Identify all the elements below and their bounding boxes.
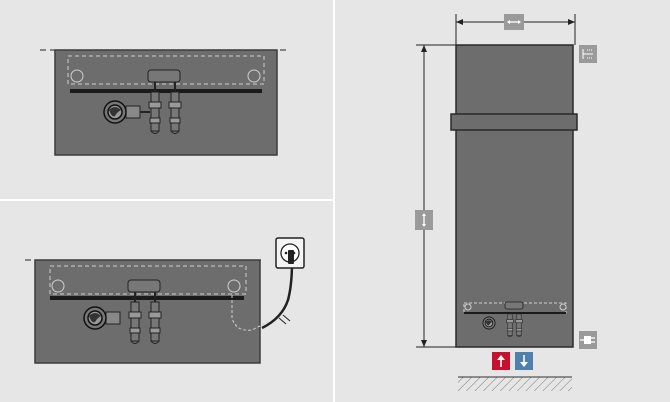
double-arrow-vertical-icon [415, 210, 433, 230]
height-arrow-bottom [421, 340, 427, 347]
width-arrow-left [456, 19, 463, 25]
valve-return-front [515, 313, 523, 338]
plug-icon [579, 331, 597, 349]
manifold-right-cap-2 [227, 279, 241, 293]
width-arrow-right [568, 19, 575, 25]
power-cable [261, 261, 294, 330]
heater-cable-internal [231, 295, 269, 331]
cable-break-mark-1 [278, 317, 287, 325]
pump-coupling-2 [105, 311, 121, 325]
floor-hatch [458, 377, 572, 391]
wall-socket-icon [275, 237, 305, 269]
valve-flow-front [506, 313, 514, 338]
internal-manifold-outline-2 [49, 265, 247, 295]
bottom-cap-left [464, 303, 472, 311]
radiator-front [455, 44, 574, 348]
bottom-cap-right [559, 303, 567, 311]
valve-header [147, 69, 181, 83]
arrow-down-icon [515, 352, 533, 370]
double-arrow-horizontal-icon [504, 14, 524, 30]
radiator-section-2 [34, 259, 261, 364]
towel-bar [450, 113, 578, 131]
valve-return [168, 91, 182, 134]
radiator-section [54, 49, 278, 156]
cable-break-mark-2 [282, 314, 291, 322]
valve-flow [148, 91, 162, 134]
detail-electric-connection [25, 237, 305, 364]
valve-header-front [504, 301, 524, 310]
valve-flow-2 [128, 301, 142, 344]
valve-return-2 [148, 301, 162, 344]
valve-header-2 [127, 279, 161, 293]
pump-icon-front [482, 316, 496, 330]
height-arrow-top [421, 45, 427, 52]
manifold-right-cap [247, 69, 261, 83]
pump-coupling [125, 105, 141, 119]
arrow-up-icon [492, 352, 510, 370]
manifold-left-cap-2 [51, 279, 65, 293]
front-view-dimensions [415, 14, 597, 391]
pump-icon [103, 100, 127, 124]
pump-icon-2 [83, 306, 107, 330]
pipe-connection-icon [579, 45, 597, 63]
detail-hydraulic-connection [40, 49, 290, 156]
internal-manifold-outline [67, 55, 265, 85]
manifold-left-cap [70, 69, 84, 83]
